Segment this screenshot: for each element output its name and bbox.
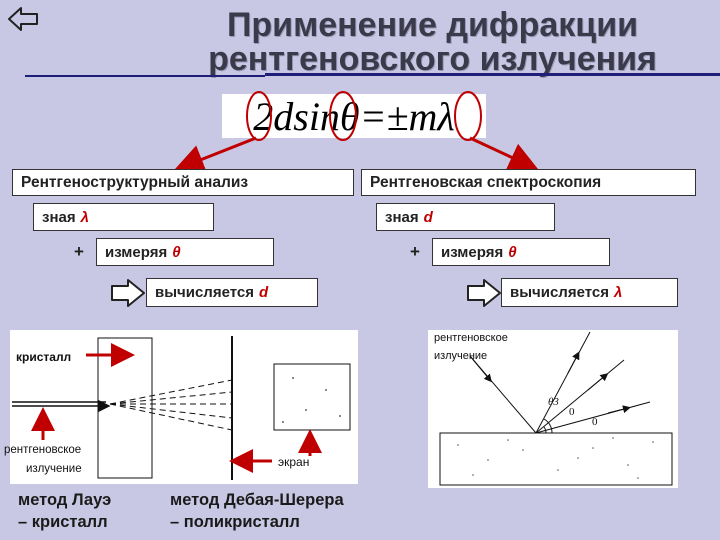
right-result-var: λ (613, 284, 623, 301)
left-measure-var: θ (172, 243, 181, 261)
right-header-box: Рентгеновская спектроскопия (361, 169, 696, 196)
spectro-ray-1 (535, 331, 591, 434)
angle-label: θ3 (548, 396, 559, 408)
right-result-box: вычисляется λ (501, 278, 678, 307)
page-title-line-1: Применение дифракции (226, 6, 639, 44)
debye-caption-1: метод Дебая-Шерера (170, 491, 344, 509)
spectro-ray-1-arrow (567, 351, 580, 374)
back-arrow-icon[interactable] (6, 4, 40, 34)
spectro-ray-3-arrow (607, 405, 631, 414)
left-known-label: зная (42, 208, 76, 226)
oval-lambda (454, 91, 482, 141)
title-rule-right (265, 73, 720, 76)
left-measure-label: измеряя (105, 243, 168, 261)
angle-arc-1 (543, 418, 553, 434)
right-result-label: вычисляется (510, 284, 609, 301)
laue-diagram-panel: кристалл рентгеновское излучение экран (4, 330, 358, 484)
formula-highlight-overlay (173, 91, 539, 174)
left-known-var: λ (80, 208, 89, 226)
right-result-arrow-icon (467, 279, 501, 307)
right-measure-var: θ (508, 243, 517, 261)
laue-caption-2: – кристалл (18, 513, 108, 531)
right-measure-box: измеряя θ (432, 238, 610, 266)
diffraction-ray-1 (109, 379, 233, 405)
right-header-text: Рентгеновская спектроскопия (370, 173, 602, 191)
left-result-box: вычисляется d (146, 278, 318, 307)
spectro-xray-label-1: рентгеновское (434, 332, 508, 344)
left-result-label: вычисляется (155, 284, 254, 301)
right-plus: + (410, 242, 420, 261)
spectroscopy-diagram-drawing (439, 331, 673, 486)
page-title-line-2: рентгеновского излучения (208, 40, 657, 78)
laue-diagram-drawing (12, 336, 351, 480)
angle-zero-2: 0 (592, 416, 598, 428)
spectro-crystal (439, 432, 673, 486)
spectro-ray-2 (535, 359, 625, 434)
right-known-var: d (423, 208, 433, 226)
laue-xray-label-2: излучение (26, 463, 82, 475)
right-measure-label: измеряя (441, 243, 504, 261)
spectroscopy-diagram-panel: рентгеновское излучение θ3 0 0 (428, 330, 678, 488)
right-known-label: зная (385, 208, 419, 226)
formula-rhs: =±mλ (359, 93, 455, 139)
diffraction-ray-4 (109, 403, 233, 419)
diffraction-ray-2 (109, 391, 233, 405)
left-measure-box: измеряя θ (96, 238, 274, 266)
left-header-box: Рентгеноструктурный анализ (12, 169, 354, 196)
laue-caption-1: метод Лауэ (18, 491, 112, 509)
oval-d (246, 91, 272, 141)
spectro-incident-arrow (469, 355, 492, 383)
arrow-to-left-header (173, 136, 257, 174)
spectro-ray-2-arrow (587, 373, 609, 391)
oval-theta (329, 91, 357, 141)
diffraction-ray-5 (109, 403, 233, 431)
left-result-arrow-icon (111, 279, 145, 307)
right-known-box: зная d (376, 203, 555, 231)
spectro-xray-label-2: излучение (434, 350, 488, 362)
debye-caption-2: – поликристалл (170, 513, 300, 531)
left-result-var: d (258, 284, 269, 301)
left-header-text: Рентгеноструктурный анализ (21, 173, 249, 191)
angle-arc-2 (543, 426, 547, 434)
laue-xray-label-1: рентгеновское (4, 444, 82, 456)
spectro-ray-3 (535, 401, 651, 434)
left-plus: + (74, 242, 84, 261)
film-square (273, 363, 351, 431)
screen-label: экран (278, 455, 310, 469)
angle-zero-1: 0 (569, 406, 575, 418)
title-rule-left (25, 75, 265, 77)
crystal-plate (97, 337, 153, 479)
arrow-to-right-header (469, 136, 539, 172)
crystal-label: кристалл (16, 350, 72, 364)
left-known-box: зная λ (33, 203, 214, 231)
